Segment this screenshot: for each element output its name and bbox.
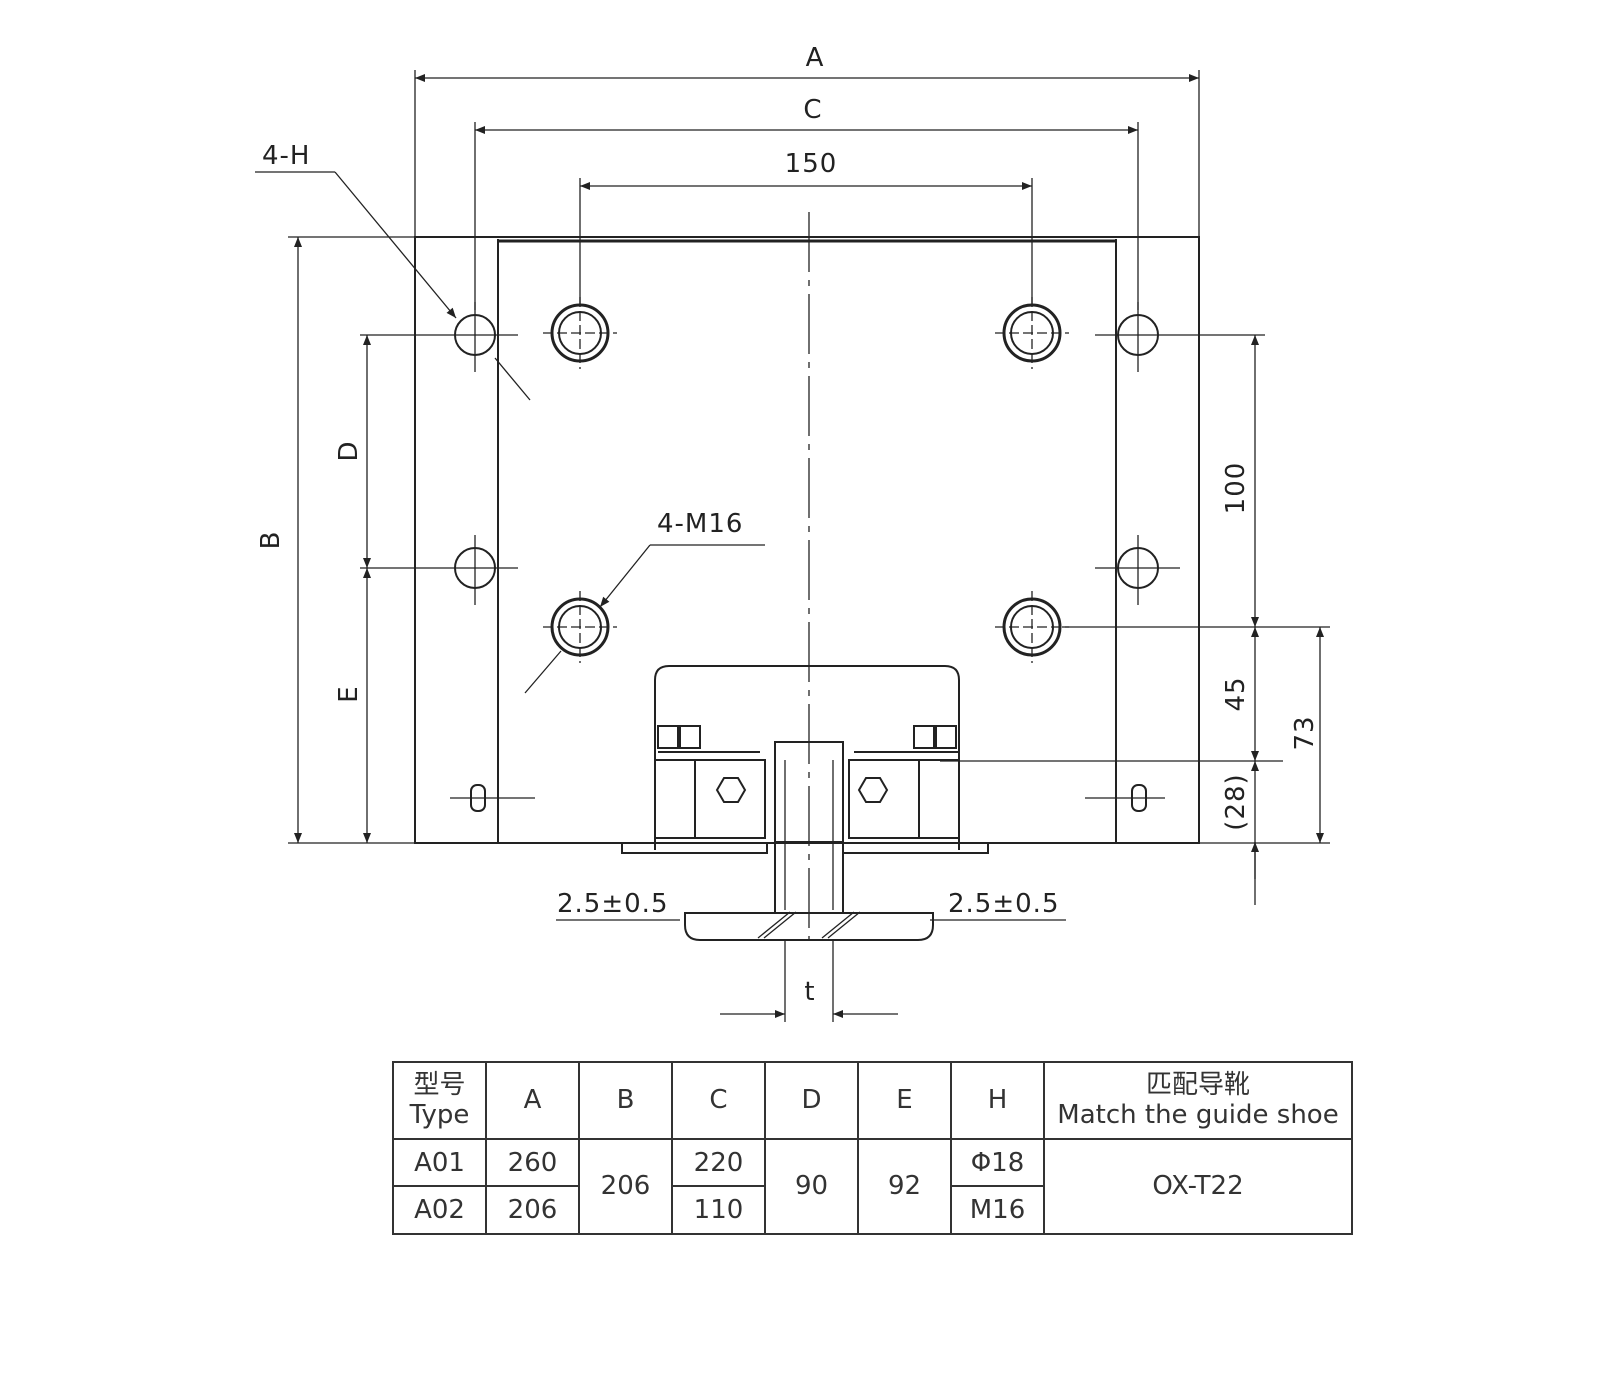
header-type-en: Type <box>409 1100 470 1131</box>
cell-D: 90 <box>764 1137 859 1236</box>
dim-A-label: A <box>806 43 825 73</box>
spec-table: 型号 Type A B C D E H 匹配导靴 Match the guide… <box>392 1061 1353 1236</box>
slot-left <box>450 784 535 812</box>
cell-type: A02 <box>392 1185 487 1235</box>
header-match-en: Match the guide shoe <box>1057 1100 1339 1131</box>
header-match: 匹配导靴 Match the guide shoe <box>1043 1061 1353 1140</box>
cell-B: 206 <box>578 1137 673 1236</box>
dimension-150: 150 <box>579 149 1033 305</box>
dimension-45: 45 <box>940 627 1283 762</box>
clearance-hole-mid-right <box>1095 535 1180 605</box>
clearance-dimension-left: 2.5±0.5 <box>556 889 680 921</box>
dimension-E: E <box>334 568 371 843</box>
table-row: A02 206 110 M16 <box>392 1185 1352 1235</box>
dim-E-label: E <box>334 685 364 702</box>
slot-right <box>1085 784 1165 812</box>
cell-match: OX-T22 <box>1043 1137 1353 1236</box>
table-row: A01 260 206 220 90 92 Φ18 OX-T22 <box>392 1137 1353 1236</box>
dimension-A: A <box>414 43 1200 237</box>
header-C: C <box>671 1061 766 1140</box>
header-H: H <box>950 1061 1045 1140</box>
header-type: 型号 Type <box>392 1061 487 1140</box>
dim-t-label: t <box>804 977 815 1007</box>
clearance-right-label: 2.5±0.5 <box>948 889 1059 919</box>
dimension-B: B <box>256 236 415 844</box>
dim-C-label: C <box>803 95 822 125</box>
cell-A: 260 <box>485 1137 580 1188</box>
clearance-hole-top-right <box>1095 302 1180 372</box>
leader-4-H: 4-H <box>255 141 531 401</box>
dim-150-label: 150 <box>785 149 838 179</box>
header-B: B <box>578 1061 673 1140</box>
cell-H: Φ18 <box>950 1137 1045 1188</box>
dimension-C: C <box>474 95 1139 310</box>
threaded-hole-bottom-right <box>995 591 1069 663</box>
technical-drawing: A C 150 <box>255 43 1330 1022</box>
dim-D-label: D <box>334 440 364 461</box>
dimension-D: D <box>334 334 440 569</box>
guide-shoe <box>621 665 989 941</box>
clearance-left-label: 2.5±0.5 <box>557 889 668 919</box>
clearance-dimension-right: 2.5±0.5 <box>930 889 1066 921</box>
threaded-hole-top-left <box>543 297 617 369</box>
base-plate <box>414 236 1200 844</box>
dim-B-label: B <box>256 531 286 550</box>
dimension-73: 73 <box>1199 627 1330 844</box>
header-E: E <box>857 1061 952 1140</box>
cell-C: 220 <box>671 1137 766 1188</box>
cell-H: M16 <box>950 1185 1045 1235</box>
dim-28-label: (28) <box>1221 773 1251 830</box>
cell-E: 92 <box>857 1137 952 1236</box>
header-match-cn: 匹配导靴 <box>1145 1070 1250 1101</box>
cell-A: 206 <box>485 1185 580 1235</box>
hole-H-label: 4-H <box>262 141 310 171</box>
header-D: D <box>764 1061 859 1140</box>
dim-100-label: 100 <box>1221 462 1251 515</box>
header-A: A <box>485 1061 580 1140</box>
dimension-t: t <box>720 940 898 1022</box>
header-type-cn: 型号 <box>413 1070 466 1101</box>
table-header-row: 型号 Type A B C D E H 匹配导靴 Match the guide… <box>392 1061 1353 1140</box>
cell-type: A01 <box>392 1137 487 1188</box>
dim-73-label: 73 <box>1290 715 1320 750</box>
hole-M16-label: 4-M16 <box>657 509 743 539</box>
clearance-hole-top-left <box>440 302 518 372</box>
cell-C: 110 <box>671 1185 766 1235</box>
threaded-hole-top-right <box>995 297 1069 369</box>
dim-45-label: 45 <box>1221 676 1251 711</box>
leader-4-M16: 4-M16 <box>524 509 765 694</box>
dimension-100: 100 <box>1062 334 1330 628</box>
clearance-hole-mid-left <box>440 535 518 605</box>
dimension-28: (28) <box>1221 761 1259 905</box>
threaded-hole-bottom-left <box>543 591 617 663</box>
